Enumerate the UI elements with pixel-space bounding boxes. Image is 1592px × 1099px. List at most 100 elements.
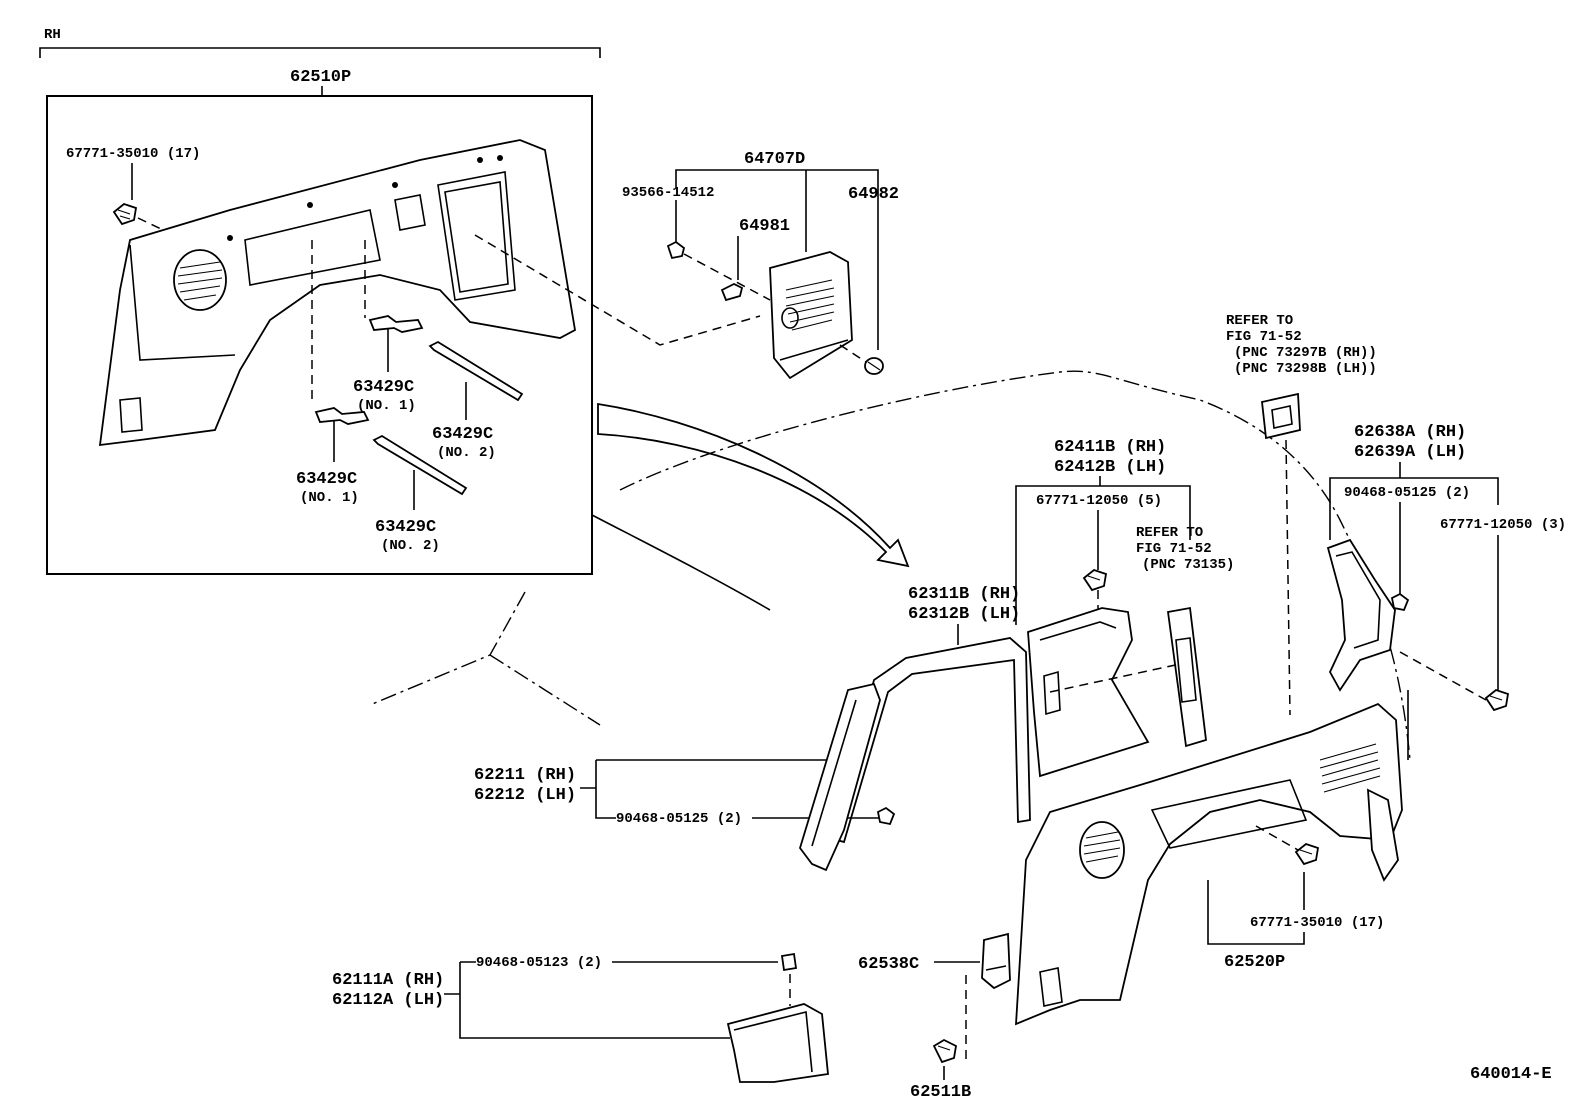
label-62511B: 62511B	[910, 1083, 971, 1099]
label-90468-05123: 90468-05123 (2)	[476, 955, 602, 971]
label-62520P: 62520P	[1224, 953, 1285, 972]
body-outline	[369, 370, 1411, 761]
refer-top-line2: FIG 71-52	[1226, 329, 1302, 345]
label-67771-12050-3: 67771-12050 (3)	[1440, 517, 1566, 533]
label-90468-05125-l: 90468-05125 (2)	[616, 811, 742, 827]
pillar-center-group: 62411B (RH) 62412B (LH) 67771-12050 (5) …	[1015, 438, 1234, 778]
cover-assembly-label: 64707D	[744, 150, 805, 169]
refer-top-dash	[1285, 439, 1291, 716]
cover-bracket-label: 64981	[739, 217, 790, 236]
inset-side-label: RH	[44, 27, 61, 43]
inset-hook-no1-b-label: 63429C	[296, 470, 357, 489]
inset-trim-panel	[98, 139, 576, 447]
dash-67771-35010	[1255, 825, 1299, 851]
light-housing-icon	[1261, 392, 1301, 440]
weatherstrip-group: 62311B (RH) 62312B (LH)	[828, 585, 1031, 844]
bracket-62520P	[1207, 880, 1305, 945]
quarter-trim-group: 67771-35010 (17) 62520P	[1015, 702, 1403, 1026]
clip-icon-90468-05123	[780, 952, 798, 972]
body-side-line	[369, 591, 526, 706]
inset-assembly-label: 62510P	[290, 68, 351, 87]
refer-mid-line2: FIG 71-52	[1136, 541, 1212, 557]
label-62312B: 62312B (LH)	[908, 605, 1020, 624]
clip-icon-67771-35010	[1294, 842, 1320, 866]
figure-code: 640014-E	[1470, 1065, 1552, 1084]
refer-top-line3: (PNC 73297B (RH))	[1234, 345, 1377, 361]
refer-top-group: REFER TO FIG 71-52 (PNC 73297B (RH)) (PN…	[1226, 313, 1377, 716]
refer-mid-line3: (PNC 73135)	[1142, 557, 1234, 573]
cover-clip-icon	[864, 357, 884, 375]
label-62112A: 62112A (LH)	[332, 991, 444, 1010]
inset-strap-no2-b-sub: (NO. 2)	[381, 538, 440, 554]
clip-icon-90468-l	[876, 806, 896, 826]
inset-hook-no1-a-sub: (NO. 1)	[357, 398, 416, 414]
bracket-62638A	[1329, 477, 1499, 540]
label-62639A: 62639A (LH)	[1354, 443, 1466, 462]
bracket-62211	[580, 759, 850, 819]
cover-bracket	[675, 169, 879, 350]
quarter-trim-grille	[1319, 743, 1381, 793]
label-62311B: 62311B (RH)	[908, 585, 1020, 604]
bracket-62111A	[444, 961, 730, 1039]
label-62412B: 62412B (LH)	[1054, 458, 1166, 477]
speaker-grille	[1079, 821, 1125, 879]
inset-strap-no2-a	[428, 340, 524, 402]
cover-dash-1	[683, 253, 771, 301]
label-62538C: 62538C	[858, 955, 919, 974]
door-weatherstrip	[828, 637, 1031, 844]
cover-dash-3	[474, 234, 761, 346]
dash-67771-3	[1399, 651, 1487, 701]
label-62638A: 62638A (RH)	[1354, 423, 1466, 442]
quarter-trim-flap	[1366, 788, 1399, 882]
view-arrow	[597, 402, 910, 568]
clip-icon-67771-3	[1484, 688, 1510, 712]
scuff-plate	[726, 1003, 829, 1083]
inset-clip-icon	[112, 202, 138, 226]
quarter-trim-latch	[1039, 967, 1063, 1007]
refer-top-line1: REFER TO	[1226, 313, 1293, 329]
dash-belt-guide	[1049, 663, 1181, 693]
cover-clip-label: 64982	[848, 185, 899, 204]
cover-dash-2	[839, 344, 867, 363]
inset-strap-no2-a-sub: (NO. 2)	[437, 445, 496, 461]
hinge-cover-group: 62538C 62511B	[858, 932, 1011, 1099]
front-pillar-trim	[799, 682, 881, 872]
label-90468-05125-r: 90468-05125 (2)	[1344, 485, 1470, 501]
label-67771-35010: 67771-35010 (17)	[1250, 915, 1384, 931]
body-floor-line	[489, 654, 601, 726]
scuff-plate-group: 62111A (RH) 62112A (LH) 90468-05123 (2)	[332, 952, 829, 1083]
refer-mid-line1: REFER TO	[1136, 525, 1203, 541]
screw-icon	[666, 240, 686, 260]
inset-hook-no1-b	[314, 407, 370, 425]
quarter-trim-panel	[1015, 702, 1403, 1026]
body-sill-line	[591, 514, 771, 611]
hinge-cover	[981, 932, 1011, 990]
inset-frame	[46, 95, 593, 575]
inset-strap-no2-b	[372, 434, 468, 496]
center-pillar-trim	[1027, 607, 1150, 778]
clip-icon-r	[1390, 592, 1410, 612]
cover-bracket-icon	[720, 282, 744, 302]
label-62411B: 62411B (RH)	[1054, 438, 1166, 457]
speaker-grille-lines	[1083, 831, 1121, 863]
inset-bracket	[39, 47, 601, 58]
label-62212: 62212 (LH)	[474, 786, 576, 805]
inset-strap-no2-a-label: 63429C	[432, 425, 493, 444]
clip-icon-67771-5	[1082, 568, 1108, 592]
refer-top-line4: (PNC 73298B (LH))	[1234, 361, 1377, 377]
inset-hook-no1-a-label: 63429C	[353, 378, 414, 397]
front-pillar-group: 62211 (RH) 62212 (LH) 90468-05125 (2)	[474, 682, 896, 872]
label-62211: 62211 (RH)	[474, 766, 576, 785]
inset-clip-label: 67771-35010 (17)	[66, 146, 200, 162]
cover-group: 64707D 93566-14512 64981 64982	[474, 150, 899, 380]
screw-icon-62511B	[932, 1038, 957, 1064]
pillar-rear-group: 62638A (RH) 62639A (LH) 90468-05125 (2) …	[1326, 423, 1566, 712]
belt-guide-trim	[1166, 606, 1207, 748]
inset-strap-no2-b-label: 63429C	[375, 518, 436, 537]
label-62111A: 62111A (RH)	[332, 971, 444, 990]
inset-hook-no1-a	[368, 315, 424, 333]
inset-group: RH 62510P 67771-35010 (17)	[39, 27, 601, 575]
hinge-cover-line	[985, 965, 1007, 971]
